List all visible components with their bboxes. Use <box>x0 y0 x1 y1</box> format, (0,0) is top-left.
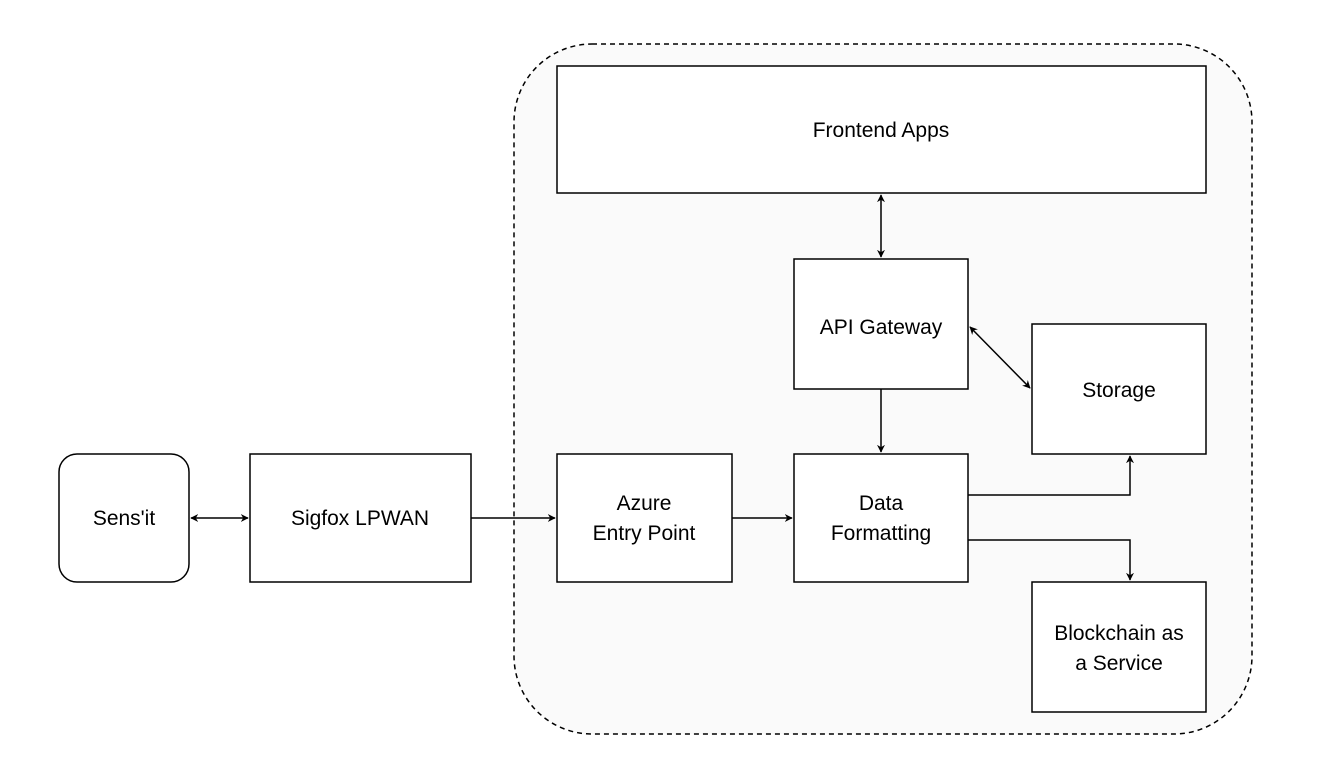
node-azure-label-line1: Azure <box>617 492 672 515</box>
node-sigfox[interactable]: Sigfox LPWAN <box>249 453 472 583</box>
node-storage-label: Storage <box>1082 379 1156 402</box>
node-blockchain-label-line2: a Service <box>1075 652 1163 675</box>
node-storage[interactable]: Storage <box>1031 323 1207 455</box>
node-frontend[interactable]: Frontend Apps <box>556 65 1207 194</box>
node-azure-label-line2: Entry Point <box>593 522 696 545</box>
node-formatting-label-line1: Data <box>859 492 904 515</box>
node-sensit[interactable]: Sens'it <box>58 453 190 583</box>
node-gateway-label: API Gateway <box>820 316 943 339</box>
node-sensit-label: Sens'it <box>93 507 156 530</box>
node-gateway[interactable]: API Gateway <box>793 258 969 390</box>
node-formatting-label-line2: Formatting <box>831 522 931 545</box>
node-blockchain[interactable]: Blockchain as a Service <box>1031 581 1207 713</box>
node-sigfox-label: Sigfox LPWAN <box>291 507 429 530</box>
node-azure[interactable]: Azure Entry Point <box>556 453 733 583</box>
node-frontend-label: Frontend Apps <box>813 119 950 142</box>
edge-gateway-storage <box>969 326 1031 389</box>
edge-formatting-blockchain <box>968 539 1134 581</box>
node-formatting[interactable]: Data Formatting <box>793 453 969 583</box>
node-blockchain-label-line1: Blockchain as <box>1054 622 1184 645</box>
edge-formatting-storage <box>968 455 1134 496</box>
